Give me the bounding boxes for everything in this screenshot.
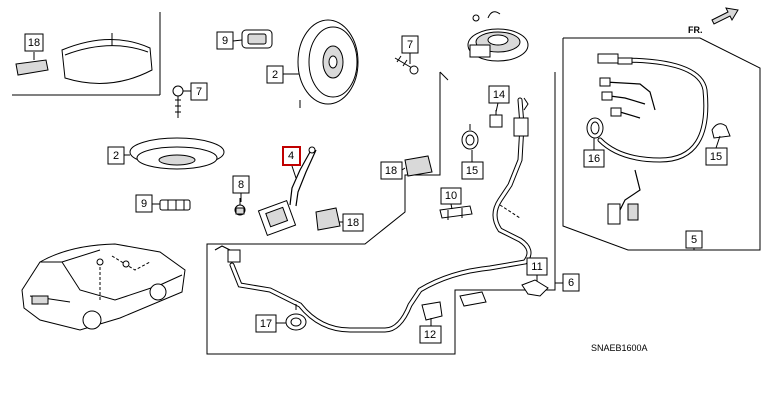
connector-14 xyxy=(489,110,503,128)
callout-2a: 2 xyxy=(266,65,284,84)
speaker-ring xyxy=(129,137,225,170)
callout-2b: 2 xyxy=(107,146,125,165)
svg-text:9: 9 xyxy=(222,35,228,47)
subwoofer-unit xyxy=(467,11,529,62)
diagram-code: SNAEB1600A xyxy=(591,343,648,353)
callout-8: 8 xyxy=(232,175,250,194)
svg-text:7: 7 xyxy=(407,39,413,51)
callout-18a: 18 xyxy=(24,33,44,52)
speaker-upper xyxy=(297,19,359,108)
rear-tray-cover xyxy=(61,33,153,84)
callout-14: 14 xyxy=(488,85,510,104)
top-left-frame xyxy=(12,12,161,96)
callout-4-highlighted: 4 xyxy=(282,146,301,166)
callout-15b: 15 xyxy=(705,147,728,166)
clip-9a xyxy=(241,29,273,49)
pad-part-18b xyxy=(315,207,341,231)
car-silhouette xyxy=(21,243,186,331)
svg-text:2: 2 xyxy=(113,150,119,162)
antenna-lead-4 xyxy=(257,146,317,236)
svg-text:17: 17 xyxy=(260,318,272,330)
svg-text:11: 11 xyxy=(531,261,542,273)
svg-text:15: 15 xyxy=(466,165,478,177)
svg-text:4: 4 xyxy=(288,150,294,162)
leader-lines xyxy=(33,39,721,326)
svg-text:5: 5 xyxy=(691,234,697,246)
callout-7a: 7 xyxy=(190,82,208,101)
callout-9b: 9 xyxy=(135,194,153,213)
bolt-8 xyxy=(234,198,246,216)
callout-11: 11 xyxy=(526,257,548,276)
clip-9b xyxy=(159,199,191,211)
front-direction-arrow: FR. xyxy=(688,7,739,35)
clamp-17 xyxy=(285,304,307,331)
callout-6: 6 xyxy=(562,273,580,292)
svg-text:12: 12 xyxy=(424,329,436,341)
harness-5 xyxy=(597,53,709,225)
callout-10: 10 xyxy=(440,187,462,205)
callout-5: 5 xyxy=(685,230,703,249)
clip-10 xyxy=(439,205,473,220)
svg-text:7: 7 xyxy=(196,86,202,98)
svg-text:18: 18 xyxy=(347,217,359,229)
callout-7b: 7 xyxy=(401,35,419,54)
clip-15b xyxy=(711,123,731,139)
svg-text:16: 16 xyxy=(588,153,600,165)
pad-part-18c xyxy=(404,155,433,177)
svg-text:18: 18 xyxy=(385,165,397,177)
harness-6 xyxy=(214,97,532,333)
callout-18b: 18 xyxy=(342,213,364,232)
svg-text:6: 6 xyxy=(568,277,574,289)
svg-text:9: 9 xyxy=(141,198,147,210)
bolt-7b xyxy=(394,55,419,75)
svg-text:15: 15 xyxy=(710,151,722,163)
callout-17: 17 xyxy=(255,314,277,333)
pad-part-18a xyxy=(15,59,49,76)
clamp-16 xyxy=(586,117,604,139)
svg-text:18: 18 xyxy=(28,37,40,49)
svg-text:14: 14 xyxy=(493,89,505,101)
right-frame xyxy=(562,37,761,251)
callout-16: 16 xyxy=(583,149,605,168)
bolt-7a xyxy=(172,85,184,118)
svg-text:10: 10 xyxy=(445,190,457,202)
clip-12 xyxy=(421,291,487,321)
callout-15a: 15 xyxy=(461,161,484,180)
clip-15a xyxy=(461,124,479,150)
callout-12: 12 xyxy=(419,325,442,344)
front-direction-label: FR. xyxy=(688,25,703,35)
callout-18c: 18 xyxy=(380,161,403,180)
bracket-11 xyxy=(521,279,549,297)
svg-text:2: 2 xyxy=(272,69,278,81)
svg-text:8: 8 xyxy=(238,179,244,191)
callout-9a: 9 xyxy=(216,31,234,50)
